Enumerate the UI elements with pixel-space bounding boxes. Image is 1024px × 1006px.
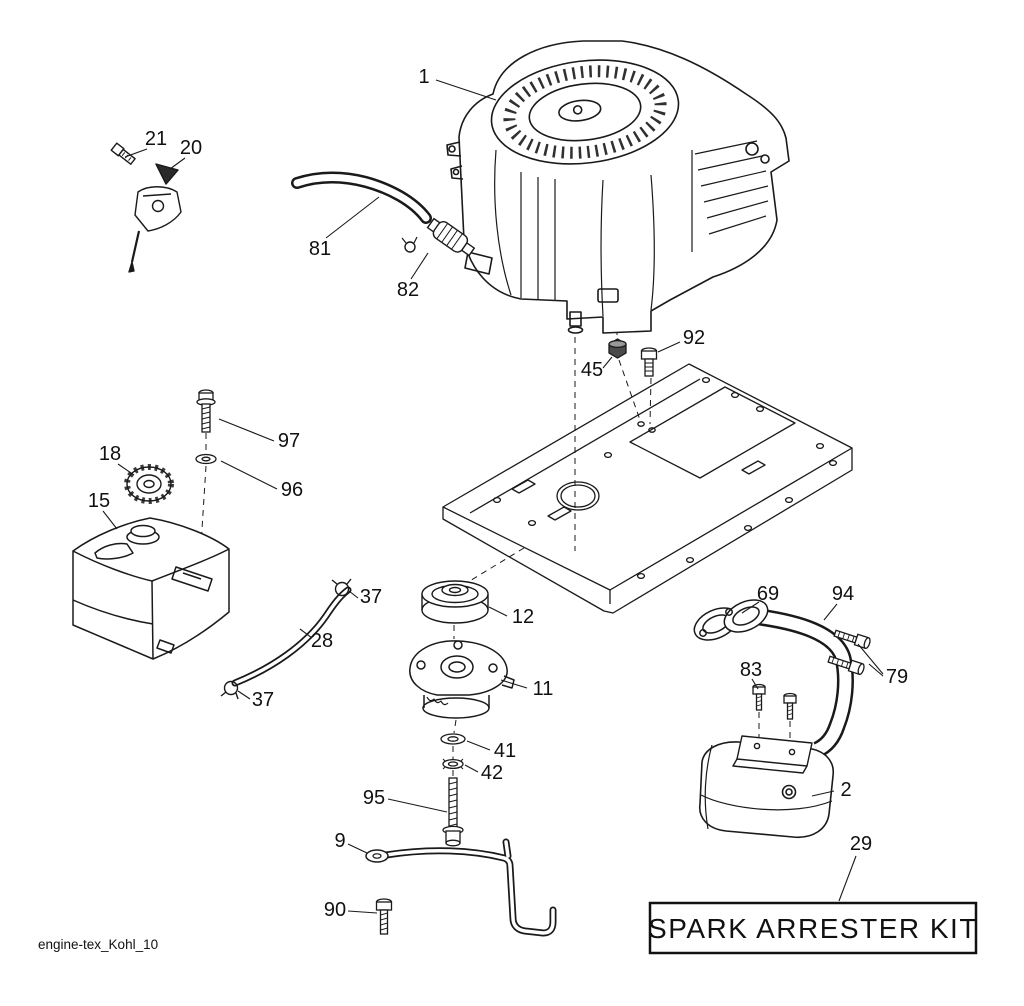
callout-69: 69 — [757, 583, 779, 605]
callout-94: 94 — [832, 583, 854, 605]
figure-id-label: engine-tex_Kohl_10 — [38, 937, 158, 952]
exhaust-pipe-part — [750, 607, 854, 758]
callout-9: 9 — [334, 830, 345, 852]
callout-95: 95 — [363, 787, 385, 809]
muffler-bolts-part — [752, 683, 797, 720]
exhaust-flange-gasket-part — [693, 599, 769, 641]
engine-mount-hardware-part — [608, 338, 658, 377]
electric-clutch-part — [409, 640, 515, 719]
fuel-cap-part — [124, 464, 174, 504]
callout-41: 41 — [494, 740, 516, 762]
callout-12: 12 — [512, 606, 534, 628]
callout-37-upper: 37 — [360, 586, 382, 608]
callout-20: 20 — [180, 137, 202, 159]
callout-92: 92 — [683, 327, 705, 349]
callout-42: 42 — [481, 762, 503, 784]
tank-washer-part — [195, 453, 217, 465]
callout-15: 15 — [88, 490, 110, 512]
hose-clamp-lower-part — [220, 680, 239, 700]
callout-11: 11 — [533, 678, 554, 700]
clutch-bolt-part — [442, 777, 464, 847]
callout-29: 29 — [850, 833, 872, 855]
callout-90: 90 — [324, 899, 346, 921]
callout-81: 81 — [309, 238, 331, 260]
fuel-hose-28-part — [231, 586, 352, 687]
chassis-frame-part — [442, 363, 853, 614]
callout-79: 79 — [886, 666, 908, 688]
callout-leader-lines — [102, 79, 884, 914]
flange-screws-part — [827, 629, 871, 676]
callout-37-lower: 37 — [252, 689, 274, 711]
callout-97: 97 — [278, 430, 300, 452]
clutch-pulley-part — [421, 580, 489, 624]
hose-clamp-upper-part — [331, 578, 352, 597]
callout-1: 1 — [418, 66, 429, 88]
tank-screw-part — [196, 389, 216, 433]
fuel-tank-part — [72, 517, 230, 660]
fuel-filter-part — [401, 217, 476, 257]
callout-18: 18 — [99, 443, 121, 465]
anti-rotation-rod-part — [365, 838, 557, 937]
callout-83: 83 — [740, 659, 762, 681]
fuel-hose-81-part — [291, 171, 432, 224]
rod-bolt-part — [375, 898, 393, 935]
callout-2: 2 — [840, 779, 851, 801]
engine-part — [446, 40, 790, 334]
callout-21: 21 — [145, 128, 167, 150]
callout-labels: 1 21 20 81 82 92 45 97 18 96 15 37 12 28… — [88, 66, 908, 921]
alignment-dashed-lines — [200, 318, 791, 777]
spark-arrester-kit-box: SPARK ARRESTER KIT — [648, 901, 978, 955]
callout-82: 82 — [397, 279, 419, 301]
washer-41-part — [440, 733, 466, 745]
callout-28: 28 — [311, 630, 333, 652]
lock-washer-42-part — [442, 756, 464, 770]
spark-arrester-kit-label: SPARK ARRESTER KIT — [648, 913, 978, 944]
heat-shield-part — [732, 735, 813, 774]
callout-96: 96 — [281, 479, 303, 501]
callout-45: 45 — [581, 359, 603, 381]
stop-switch-bracket-part — [110, 142, 182, 273]
